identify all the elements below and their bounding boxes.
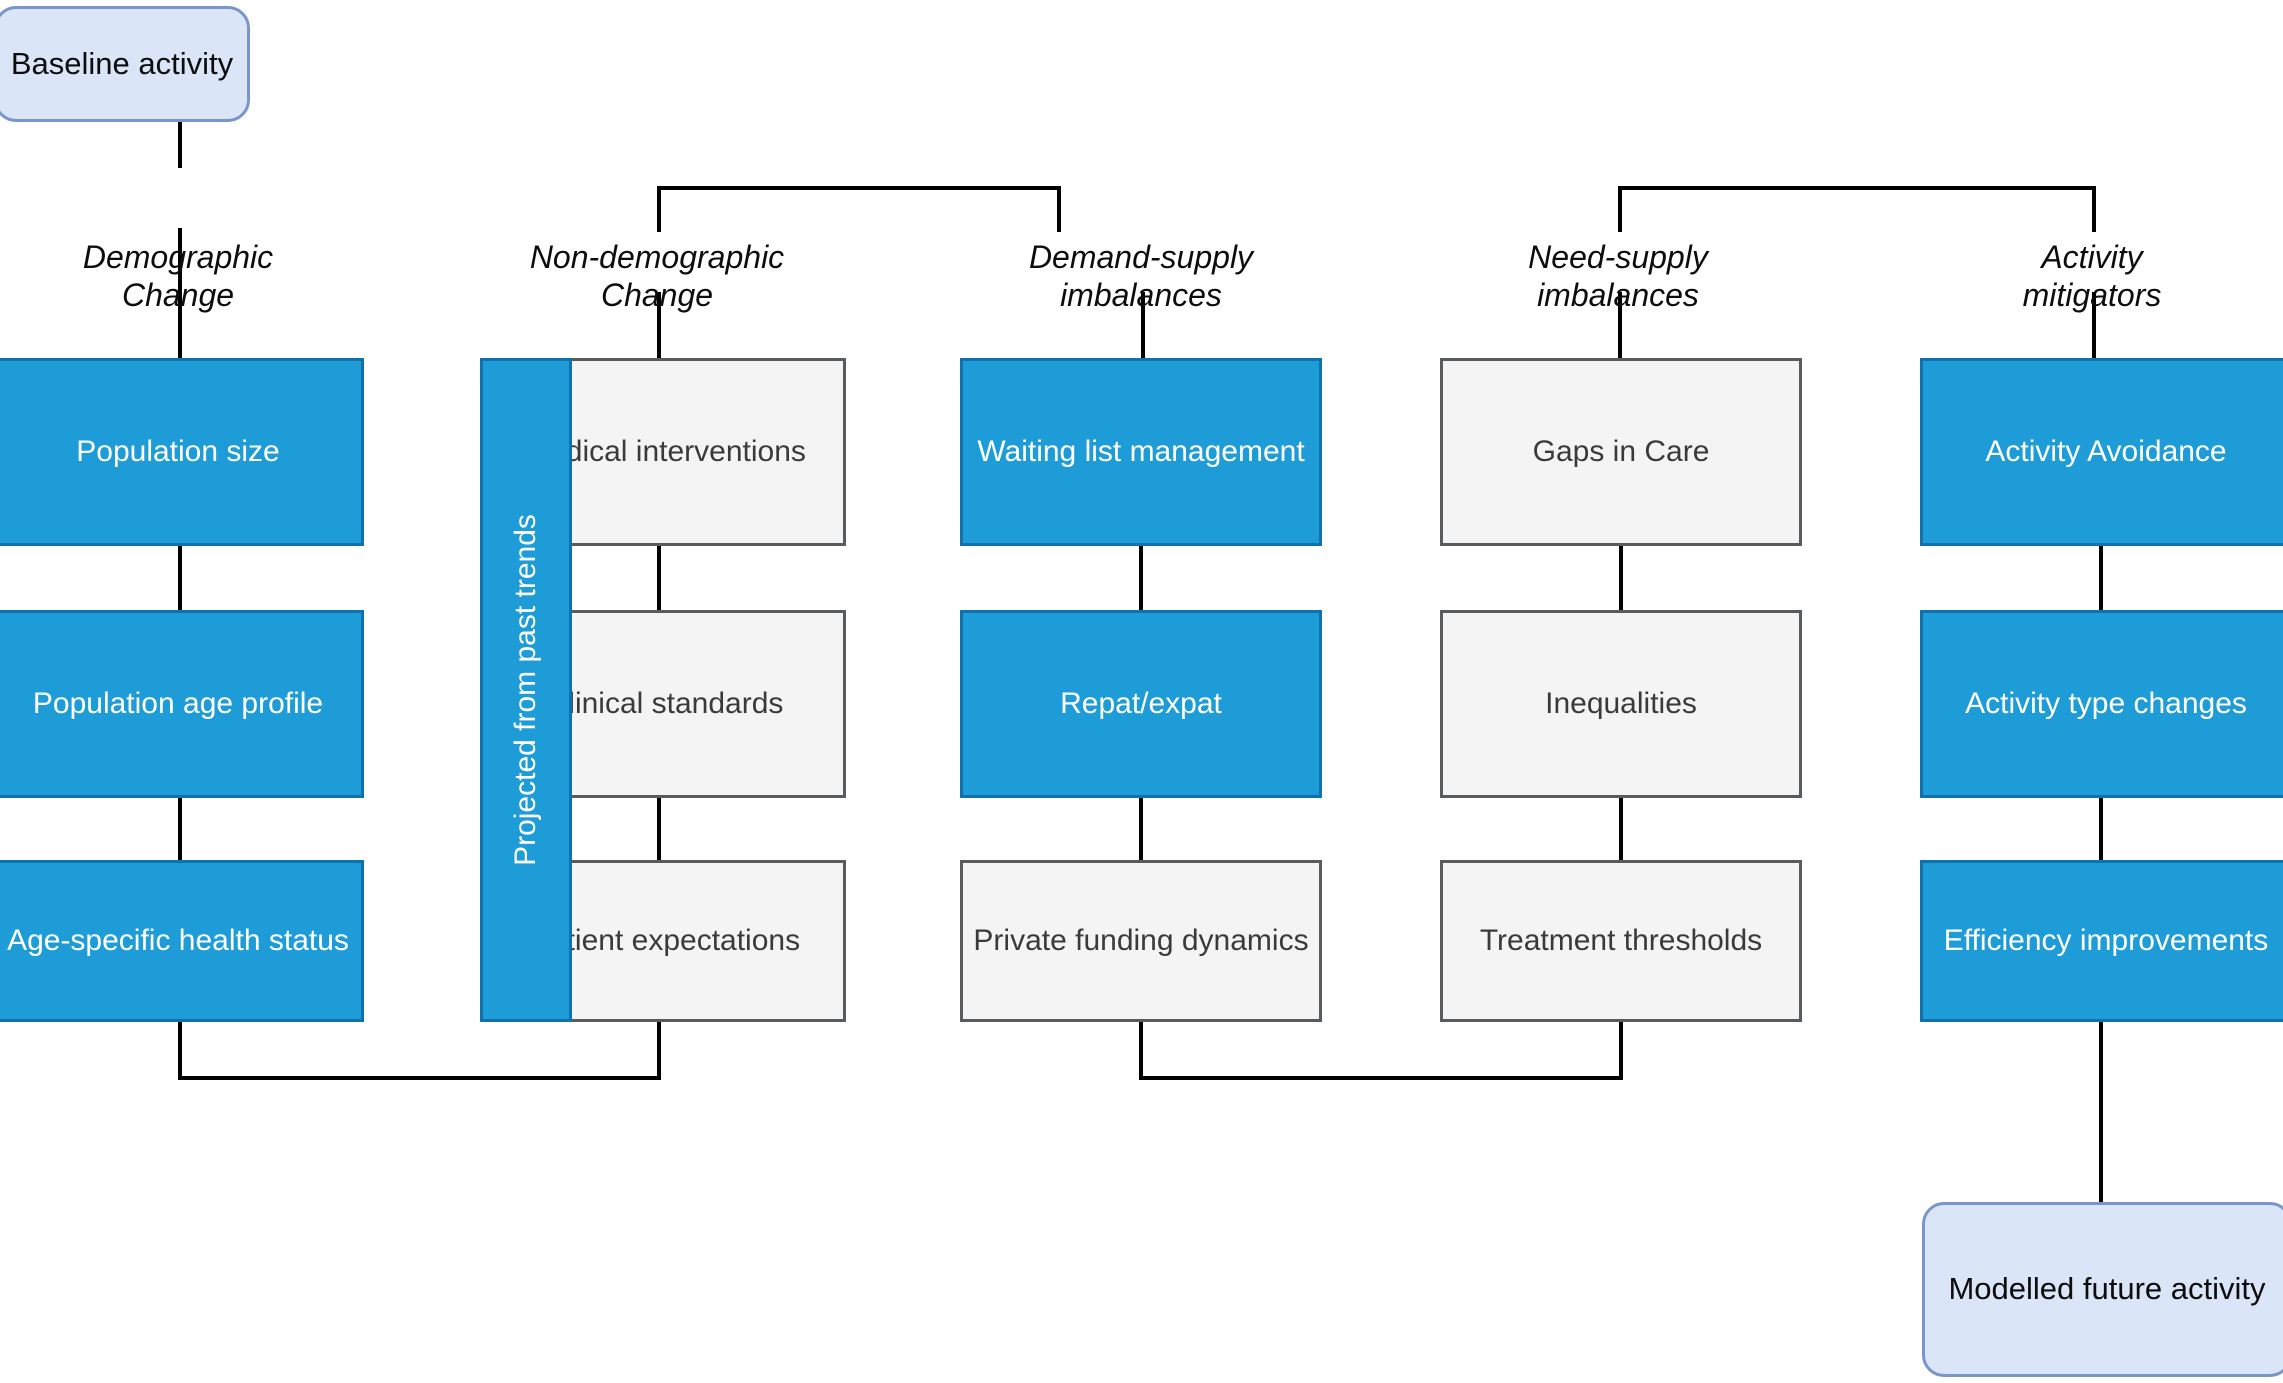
connector-col4-label-to-box <box>1618 292 1622 358</box>
connector-bottom-bracket-right-stem-col3 <box>1139 1022 1143 1080</box>
node-label: Population age profile <box>32 687 324 721</box>
start-node-label: Baseline activity <box>10 45 234 81</box>
connector-col4-r1-r2 <box>1619 546 1623 610</box>
end-node-label: Modelled future activity <box>1948 1271 2266 1307</box>
connector-col3-label-to-box <box>1141 292 1145 358</box>
connector-bracket-top-left-stem-col2 <box>657 186 661 232</box>
connector-col2-r1-r2 <box>657 546 661 610</box>
connector-col5-r2-r3 <box>2099 798 2103 860</box>
edge-label-demographic-change: Demographic Change <box>82 239 274 314</box>
connector-col2-r2-r3 <box>657 798 661 860</box>
connector-bracket-top-left-stem-col3 <box>1057 186 1061 232</box>
node-population-size[interactable]: Population size <box>0 358 364 546</box>
node-label: Activity Avoidance <box>1985 435 2227 469</box>
node-gaps-in-care[interactable]: Gaps in Care <box>1440 358 1802 546</box>
ribbon-projected-from-past-trends: Projected from past trends <box>480 358 572 1022</box>
connector-col5-to-end-node <box>2099 1022 2103 1204</box>
edge-label-need-supply-imbalances: Need-supply imbalances <box>1528 239 1708 314</box>
end-node-modelled-future-activity[interactable]: Modelled future activity <box>1922 1202 2283 1377</box>
node-treatment-thresholds[interactable]: Treatment thresholds <box>1440 860 1802 1022</box>
node-efficiency-improvements[interactable]: Efficiency improvements <box>1920 860 2283 1022</box>
node-waiting-list-management[interactable]: Waiting list management <box>960 358 1322 546</box>
connector-col3-r1-r2 <box>1139 546 1143 610</box>
edge-label-demand-supply-imbalances: Demand-supply imbalances <box>1028 239 1254 314</box>
ribbon-label: Projected from past trends <box>509 514 543 866</box>
connector-col1-r1-r2 <box>178 546 182 610</box>
connector-bottom-bracket-left <box>178 1076 661 1080</box>
connector-bottom-bracket-right <box>1139 1076 1623 1080</box>
node-population-age-profile[interactable]: Population age profile <box>0 610 364 798</box>
connector-col1-label-to-box <box>178 228 182 358</box>
connector-bottom-bracket-left-stem-col1 <box>178 1022 182 1080</box>
edge-label-non-demographic-change: Non-demographic Change <box>529 239 785 314</box>
start-node-baseline-activity[interactable]: Baseline activity <box>0 6 250 122</box>
connector-bracket-top-left <box>657 186 1061 190</box>
connector-col1-r2-r3 <box>178 798 182 860</box>
edge-label-activity-mitigators: Activity mitigators <box>2022 239 2162 314</box>
node-repat-expat[interactable]: Repat/expat <box>960 610 1322 798</box>
connector-bracket-top-right-stem-col4 <box>1618 186 1622 232</box>
connector-bottom-bracket-left-stem-col2 <box>657 1022 661 1080</box>
connector-col5-label-to-box <box>2092 292 2096 358</box>
node-label: Activity type changes <box>1965 687 2247 721</box>
connector-bracket-top-right-stem-col5 <box>2092 186 2096 232</box>
node-label: Treatment thresholds <box>1479 924 1763 958</box>
connector-col2-label-to-box <box>657 292 661 358</box>
node-label: Population size <box>76 435 280 469</box>
connector-col3-r2-r3 <box>1139 798 1143 860</box>
connector-bottom-bracket-right-stem-col4 <box>1619 1022 1623 1080</box>
node-activity-avoidance[interactable]: Activity Avoidance <box>1920 358 2283 546</box>
node-label: Inequalities <box>1545 687 1697 721</box>
node-label: Repat/expat <box>1060 687 1222 721</box>
node-label: Clinical standards <box>546 687 784 721</box>
node-label: Private funding dynamics <box>973 924 1309 958</box>
connector-col5-r1-r2 <box>2099 546 2103 610</box>
node-age-specific-health-status[interactable]: Age-specific health status <box>0 860 364 1022</box>
node-inequalities[interactable]: Inequalities <box>1440 610 1802 798</box>
node-label: Gaps in Care <box>1532 435 1710 469</box>
connector-col4-r2-r3 <box>1619 798 1623 860</box>
node-private-funding-dynamics[interactable]: Private funding dynamics <box>960 860 1322 1022</box>
connector-bracket-top-right <box>1618 186 2096 190</box>
node-activity-type-changes[interactable]: Activity type changes <box>1920 610 2283 798</box>
node-label: Efficiency improvements <box>1943 924 2269 958</box>
connector-baseline-to-col1 <box>178 122 182 168</box>
node-label: Waiting list management <box>977 435 1305 469</box>
node-label: Age-specific health status <box>7 924 349 958</box>
